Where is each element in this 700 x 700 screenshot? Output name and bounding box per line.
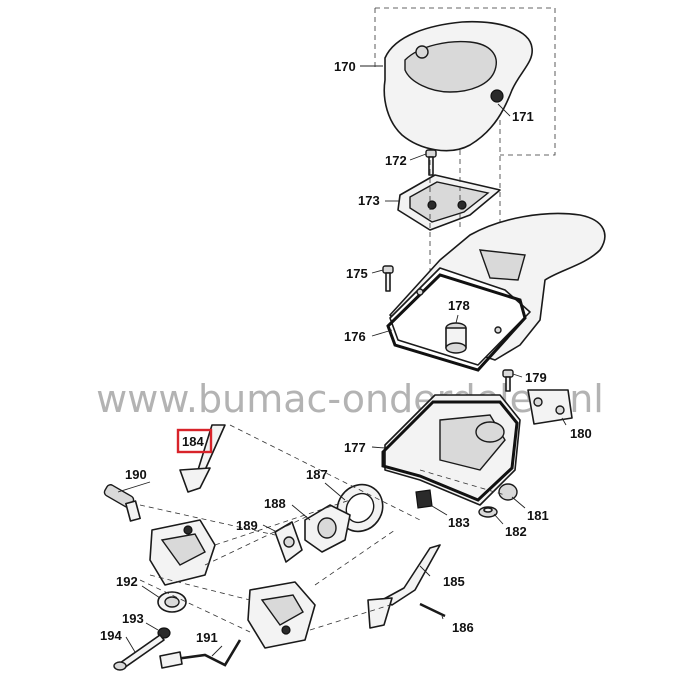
- callout-194: 194: [100, 628, 122, 643]
- callout-184-highlight-box: [176, 428, 213, 454]
- callout-190: 190: [125, 467, 147, 482]
- air-filter-element-173: [397, 174, 501, 231]
- callout-186: 186: [452, 620, 474, 635]
- callout-189: 189: [236, 518, 258, 533]
- callout-192: 192: [116, 574, 138, 589]
- callout-181: 181: [527, 508, 549, 523]
- callout-173: 173: [358, 193, 380, 208]
- bolt-194: [113, 634, 165, 671]
- callout-191: 191: [196, 630, 218, 645]
- flange-192: [157, 591, 187, 613]
- callout-188: 188: [264, 496, 286, 511]
- gasket-180: [527, 389, 573, 425]
- screw-175: [382, 265, 394, 292]
- cover-group-dashed-box: [375, 7, 556, 156]
- pin-190: [103, 484, 141, 522]
- bottom-housing-177: [381, 394, 521, 506]
- screw-172: [425, 149, 437, 176]
- callout-187: 187: [306, 467, 328, 482]
- air-filter-cover-170: [383, 20, 533, 152]
- washer-182: [478, 506, 498, 518]
- callout-193: 193: [122, 611, 144, 626]
- callout-179: 179: [525, 370, 547, 385]
- rod-186: [419, 602, 446, 618]
- callout-178: 178: [448, 298, 470, 313]
- callout-177: 177: [344, 440, 366, 455]
- callout-184: 184: [182, 434, 204, 449]
- spacer-178: [445, 322, 467, 354]
- top-shroud-176: [386, 212, 606, 372]
- gasket-189: [274, 521, 303, 563]
- ring-gasket-187: [336, 483, 384, 533]
- callout-176: 176: [344, 329, 366, 344]
- watermark: www.bumac-onderdelen.nl: [96, 377, 604, 421]
- intake-flange-188: [304, 504, 351, 553]
- callout-172: 172: [385, 153, 407, 168]
- lever-185: [367, 544, 441, 629]
- callout-182: 182: [505, 524, 527, 539]
- carburetor-upper: [149, 519, 216, 586]
- carburetor-lower: [247, 581, 316, 649]
- callout-175: 175: [346, 266, 368, 281]
- callout-170: 170: [334, 59, 356, 74]
- callout-185: 185: [443, 574, 465, 589]
- callout-171: 171: [512, 109, 534, 124]
- callout-180: 180: [570, 426, 592, 441]
- callout-183: 183: [448, 515, 470, 530]
- plug-181: [498, 483, 518, 501]
- screw-179: [502, 369, 514, 392]
- rod-191: [159, 639, 242, 669]
- block-183: [415, 489, 433, 509]
